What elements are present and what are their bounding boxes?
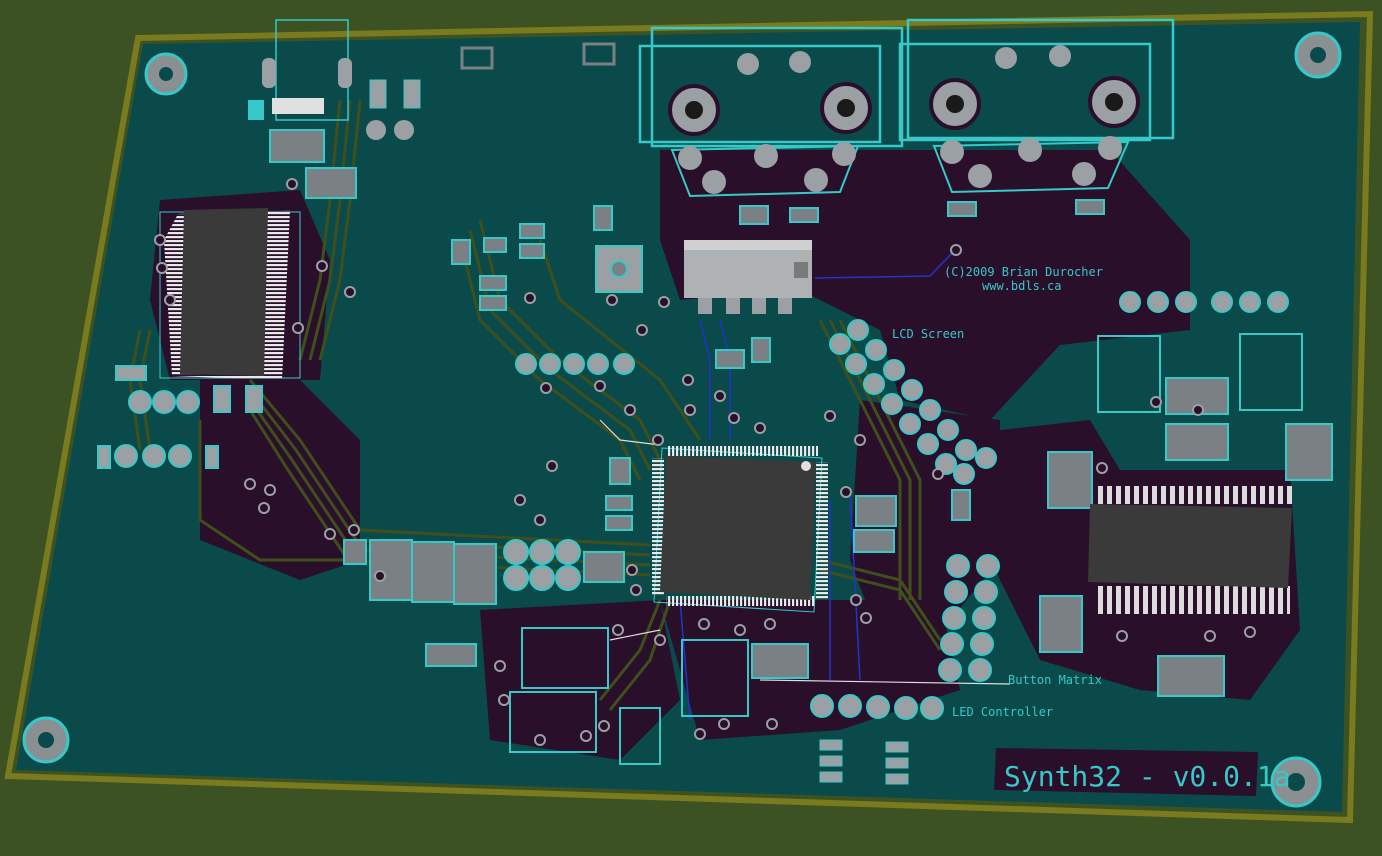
top-passives (451, 199, 1105, 311)
white-nets (599, 419, 1011, 685)
mount-hole-bottom-right (1270, 756, 1322, 808)
title-plate: Synth32 - v0.0.1a (994, 748, 1291, 796)
copyright-line1: (C)2009 Brian Durocher (944, 265, 1103, 279)
led-controller-header (810, 694, 944, 720)
pour-lower-left (480, 600, 680, 760)
main-mcu (652, 446, 828, 613)
pour-left-mid (200, 380, 360, 580)
board-title: Synth32 - v0.0.1a (1004, 760, 1291, 793)
dip8-ic (684, 240, 812, 314)
mounting-holes (22, 31, 1342, 808)
mcu-passives (605, 337, 971, 553)
label-led-controller: LED Controller (952, 705, 1053, 719)
top-small-pads (460, 42, 616, 70)
crystal-cluster (503, 245, 643, 591)
audio-jack-right (898, 18, 1175, 194)
lower-small-resistors (819, 739, 909, 785)
button-matrix-header (938, 554, 1000, 682)
vias (154, 178, 1256, 746)
lower-soic-group (509, 627, 809, 765)
left-headers (97, 365, 263, 469)
left-ic (159, 208, 301, 380)
board-outline (4, 10, 1374, 824)
left-bottom-passives (343, 539, 625, 667)
right-transistors (1119, 291, 1289, 313)
mount-hole-top-left (144, 52, 188, 96)
usb-connector (248, 19, 421, 199)
audio-jack-left (638, 26, 904, 198)
copyright-line2: www.bdls.ca (982, 279, 1061, 293)
mount-hole-top-right (1294, 31, 1342, 79)
right-ic (1088, 486, 1292, 614)
label-lcd-screen: LCD Screen (892, 327, 964, 341)
mount-hole-bottom-left (22, 716, 70, 764)
right-soic-pair (1039, 333, 1333, 697)
label-button-matrix: Button Matrix (1008, 673, 1102, 687)
lcd-header (829, 319, 997, 485)
silkscreen-text: (C)2009 Brian Durocher www.bdls.ca LCD S… (892, 265, 1103, 719)
